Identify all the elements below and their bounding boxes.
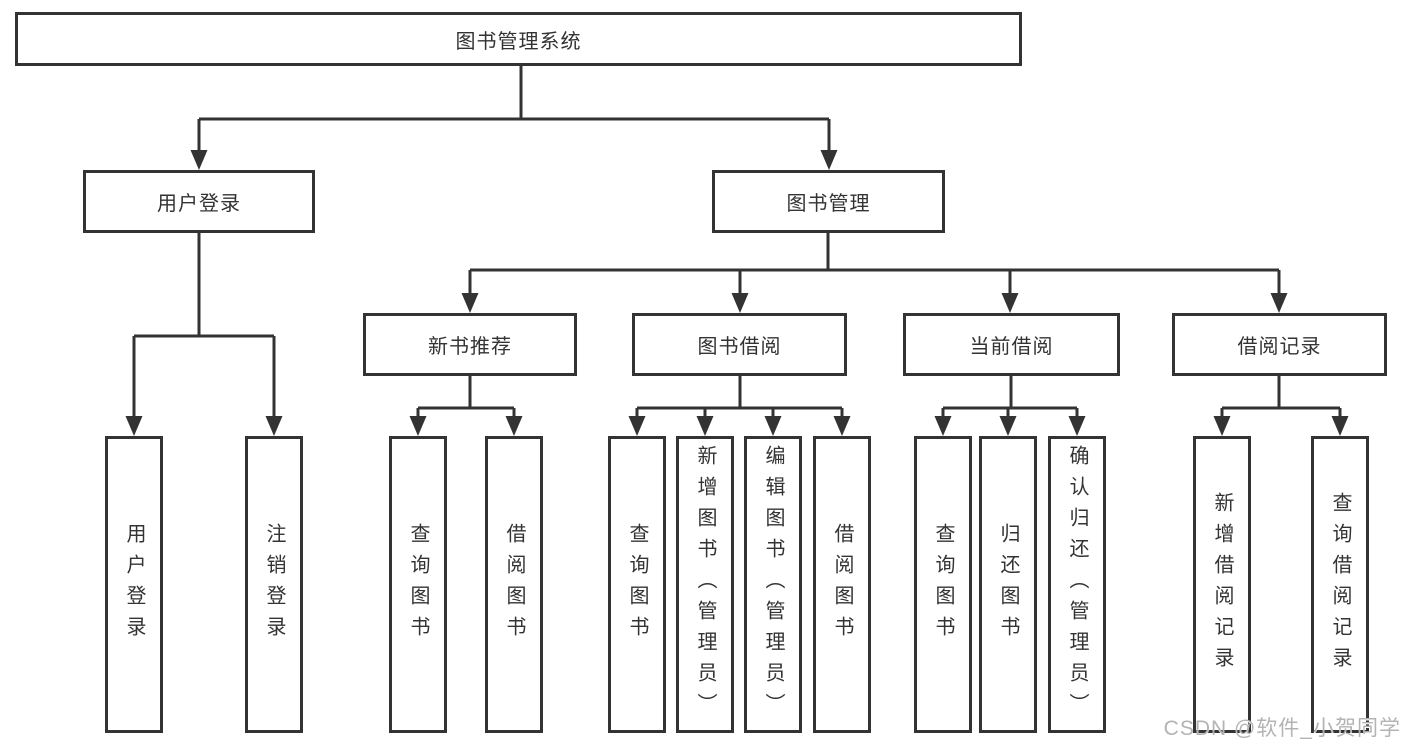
leaf-borrow-books-recommend: 借阅图书 <box>485 436 543 733</box>
node-label: 新增图书（管理员） <box>694 445 716 724</box>
node-label: 编辑图书（管理员） <box>762 445 784 724</box>
leaf-logout-login: 注销登录 <box>245 436 303 733</box>
node-label: 新书推荐 <box>428 336 512 358</box>
node-label: 查询图书 <box>932 522 954 647</box>
leaf-add-borrow-record: 新增借阅记录 <box>1193 436 1251 733</box>
leaf-confirm-return-admin: 确认归还（管理员） <box>1048 436 1106 733</box>
node-current-borrowing: 当前借阅 <box>903 313 1120 376</box>
leaf-edit-book-admin: 编辑图书（管理员） <box>744 436 802 733</box>
node-label: 图书借阅 <box>697 336 782 358</box>
node-label: 借阅记录 <box>1237 336 1322 358</box>
node-new-book-recommendation: 新书推荐 <box>363 313 577 376</box>
node-book-management: 图书管理 <box>712 170 945 233</box>
node-label: 确认归还（管理员） <box>1066 445 1088 724</box>
csdn-watermark: CSDN @软件_小贺同学 <box>1163 717 1401 740</box>
node-label: 查询借阅记录 <box>1329 491 1351 678</box>
node-user-login: 用户登录 <box>83 170 315 233</box>
node-label: 查询图书 <box>407 522 429 647</box>
node-label: 用户登录 <box>157 193 241 215</box>
node-label: 新增借阅记录 <box>1211 491 1233 678</box>
node-borrowing-records: 借阅记录 <box>1172 313 1387 376</box>
leaf-search-books-current: 查询图书 <box>914 436 972 733</box>
leaf-borrow-books-borrowing: 借阅图书 <box>813 436 871 733</box>
node-label: 图书管理 <box>786 193 871 215</box>
leaf-return-book: 归还图书 <box>979 436 1037 733</box>
node-library-management-system: 图书管理系统 <box>15 12 1022 66</box>
leaf-search-books-borrowing: 查询图书 <box>608 436 666 733</box>
node-label: 图书管理系统 <box>455 30 582 53</box>
node-label: 归还图书 <box>997 522 1019 647</box>
node-label: 注销登录 <box>263 522 285 647</box>
node-label: 借阅图书 <box>503 522 525 647</box>
node-label: 查询图书 <box>626 522 648 647</box>
leaf-search-books-recommend: 查询图书 <box>389 436 447 733</box>
leaf-add-book-admin: 新增图书（管理员） <box>676 436 734 733</box>
leaf-user-login: 用户登录 <box>105 436 163 733</box>
node-label: 当前借阅 <box>969 336 1054 358</box>
node-label: 用户登录 <box>123 522 145 647</box>
node-book-borrowing: 图书借阅 <box>632 313 847 376</box>
node-label: 借阅图书 <box>831 522 853 647</box>
leaf-search-borrow-record: 查询借阅记录 <box>1311 436 1369 733</box>
